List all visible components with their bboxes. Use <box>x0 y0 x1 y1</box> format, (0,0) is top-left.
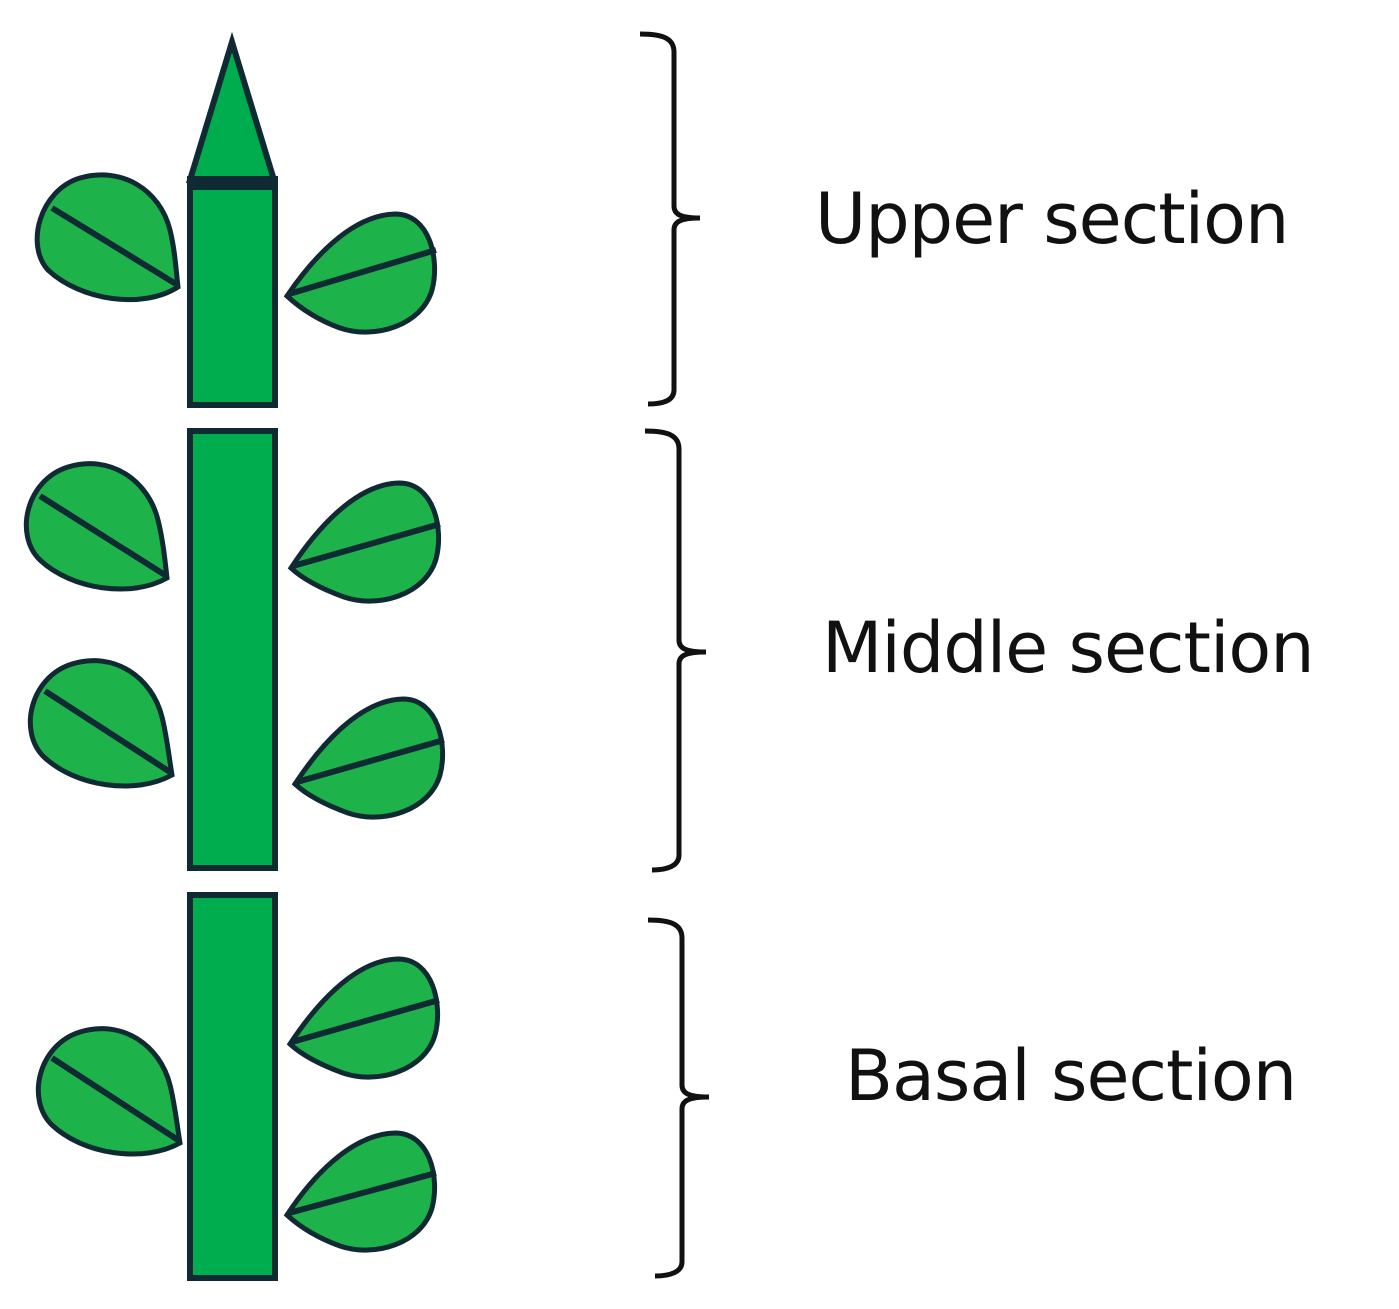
leaf-basal-right-2 <box>283 1130 438 1253</box>
basal-section-label: Basal section <box>845 1035 1297 1117</box>
stem-apex <box>185 31 279 183</box>
leaf-middle-left-2 <box>27 658 175 789</box>
stem-segment-upper <box>187 177 278 408</box>
bracket-upper <box>639 31 701 407</box>
middle-section-label: Middle section <box>822 607 1315 689</box>
stem-segment-middle <box>187 428 278 871</box>
leaf-middle-right-2 <box>291 696 446 820</box>
leaf-upper-left <box>34 172 181 303</box>
apex-node-band <box>187 176 278 190</box>
bracket-basal <box>647 917 710 1279</box>
upper-section-label: Upper section <box>815 178 1289 260</box>
leaf-basal-right-1 <box>286 956 441 1080</box>
stem-segment-basal <box>187 892 278 1281</box>
leaf-middle-left-1 <box>23 461 170 592</box>
leaf-upper-right <box>283 211 438 335</box>
leaf-middle-right-1 <box>287 480 442 604</box>
leaf-basal-left <box>35 1026 183 1157</box>
bracket-middle <box>644 428 707 873</box>
stem-upper <box>185 31 279 408</box>
